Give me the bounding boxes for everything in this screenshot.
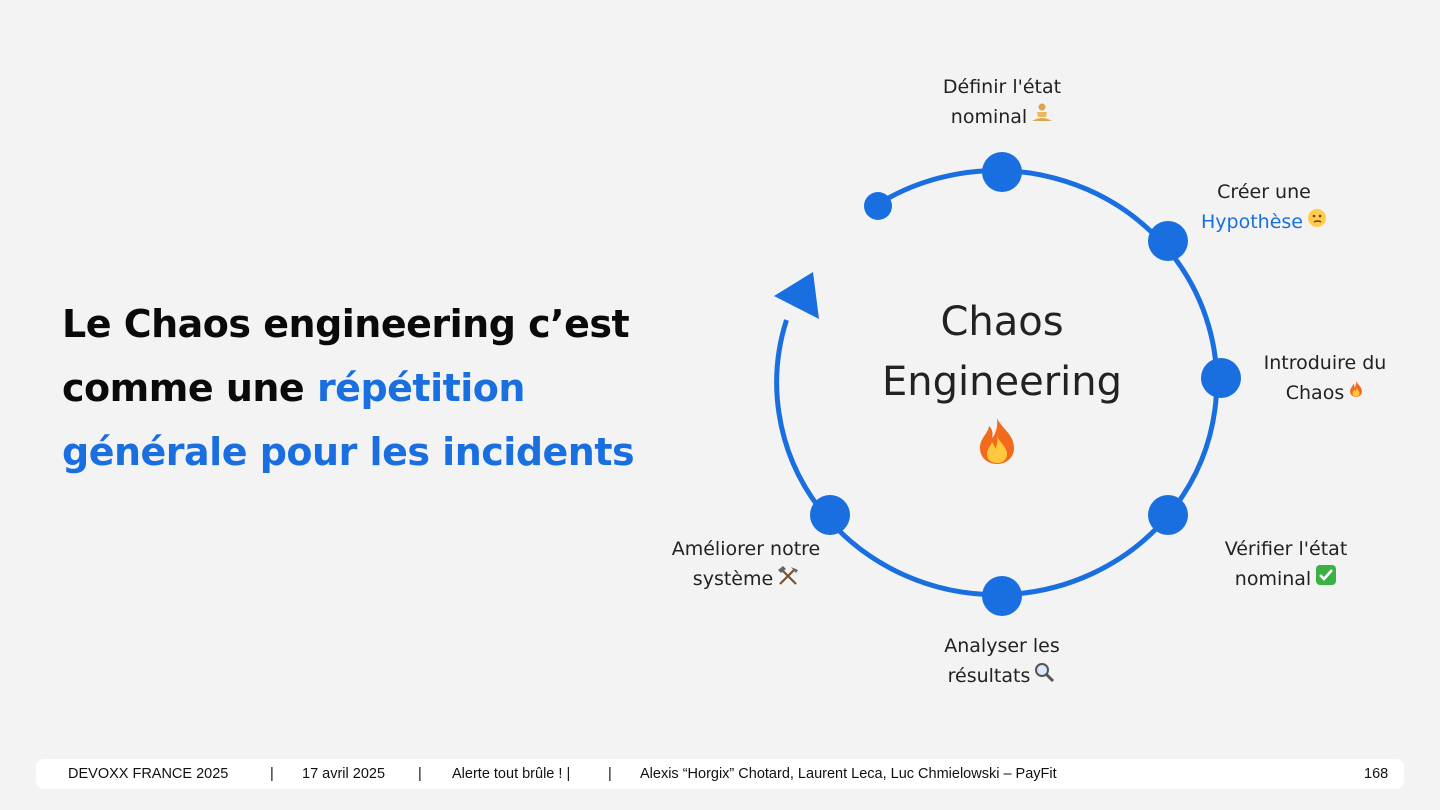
step-line1: Introduire du xyxy=(1263,352,1387,374)
center-title-line2: Engineering xyxy=(882,359,1122,405)
step-hypothesis-label: Créer une Hypothèse xyxy=(1174,177,1354,238)
step-line2: Hypothèse xyxy=(1201,211,1303,233)
step-analyze-label: Analyser les résultats xyxy=(912,631,1092,692)
step-line2: Chaos xyxy=(1285,382,1345,404)
step-line1: Vérifier l'état xyxy=(1224,538,1348,560)
step-line1: Analyser les xyxy=(944,635,1060,657)
headline-highlight: répétition générale pour les incidents xyxy=(62,366,635,474)
footer-separator: | xyxy=(270,766,274,782)
headline-text: Le Chaos engineering c’est comme une xyxy=(62,302,630,410)
fire-icon xyxy=(1348,379,1364,409)
step-line2: système xyxy=(692,568,774,590)
check-mark-icon xyxy=(1315,565,1337,595)
footer-separator: | xyxy=(608,766,612,782)
step-node-define xyxy=(982,152,1022,192)
step-line2: nominal xyxy=(950,106,1028,128)
magnifier-icon xyxy=(1034,662,1056,692)
hammer-pick-icon xyxy=(777,565,799,595)
footer-event: DEVOXX FRANCE 2025 xyxy=(68,766,229,782)
step-define-label: Définir l'état nominal xyxy=(902,72,1102,133)
step-line2: résultats xyxy=(947,665,1031,687)
step-node-introduce xyxy=(1201,358,1241,398)
slide-footer: DEVOXX FRANCE 2025 | 17 avril 2025 | Ale… xyxy=(36,759,1404,789)
step-line1: Définir l'état xyxy=(942,76,1062,98)
step-line2: nominal xyxy=(1234,568,1312,590)
cycle-start-dot xyxy=(864,192,892,220)
step-node-analyze xyxy=(982,576,1022,616)
footer-date: 17 avril 2025 xyxy=(302,766,386,782)
footer-separator: | xyxy=(418,766,422,782)
step-verify-label: Vérifier l'état nominal xyxy=(1196,534,1376,595)
cycle-arrowhead xyxy=(774,272,819,319)
cycle-center-title: Chaos Engineering xyxy=(852,292,1152,412)
fire-icon xyxy=(980,418,1014,464)
step-line1: Créer une xyxy=(1217,181,1311,203)
step-node-hypothesis xyxy=(1148,221,1188,261)
footer-talk-title: Alerte tout brûle ! | xyxy=(452,766,571,782)
footer-speakers: Alexis “Horgix” Chotard, Laurent Leca, L… xyxy=(640,766,1057,782)
thinking-face-icon xyxy=(1307,208,1327,238)
footer-page-number: 168 xyxy=(1364,766,1389,782)
step-introduce-label: Introduire du Chaos xyxy=(1245,348,1405,409)
step-improve-label: Améliorer notre système xyxy=(646,534,846,595)
slide-headline: Le Chaos engineering c’est comme une rép… xyxy=(62,292,722,484)
center-title-line1: Chaos xyxy=(940,299,1064,345)
step-node-improve xyxy=(810,495,850,535)
step-node-verify xyxy=(1148,495,1188,535)
step-line1: Améliorer notre xyxy=(671,538,821,560)
meditation-icon xyxy=(1031,103,1053,133)
